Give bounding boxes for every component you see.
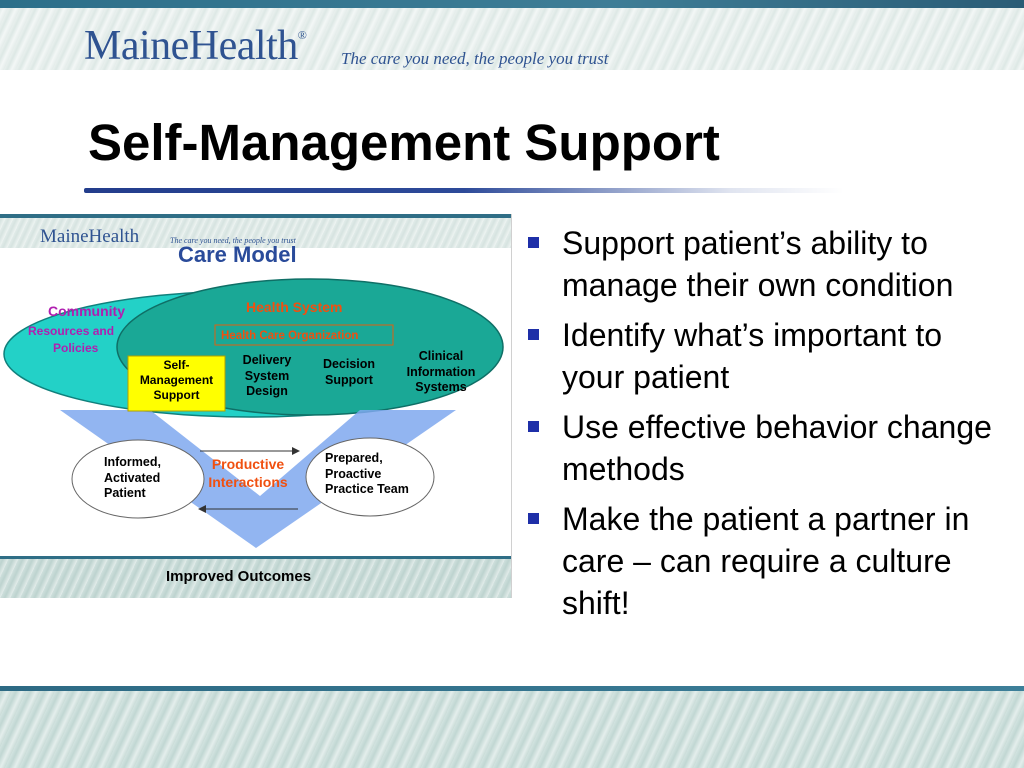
header-band: MaineHealth® The care you need, the peop… bbox=[0, 0, 1024, 70]
delivery-line-3: Design bbox=[246, 384, 288, 399]
bullet-text: Identify what’s important to your patien… bbox=[562, 317, 943, 395]
clinical-line-1: Clinical bbox=[418, 349, 464, 363]
patient-line-1: Informed, bbox=[104, 455, 161, 469]
clinical-line-2: Information bbox=[406, 364, 476, 379]
title-underline bbox=[84, 188, 844, 193]
bullet-item: Identify what’s important to your patien… bbox=[524, 314, 1004, 398]
bullet-item: Support patient’s ability to manage thei… bbox=[524, 222, 1004, 306]
clinical-information-systems: Clinical Information Systems bbox=[400, 349, 482, 396]
slide-title: Self-Management Support bbox=[88, 114, 720, 171]
self-management-line-1: Self- bbox=[163, 358, 190, 372]
team-line-1: Prepared, bbox=[325, 451, 383, 465]
patient-line-3: Patient bbox=[104, 486, 146, 501]
brand-tagline: The care you need, the people you trust bbox=[341, 49, 609, 68]
productive-line-2: Interactions bbox=[208, 473, 288, 490]
community-label: Community bbox=[48, 303, 125, 319]
diagram-footer-band: Improved Outcomes bbox=[0, 556, 512, 598]
self-management-line-2: Management bbox=[139, 373, 214, 387]
diagram-brand: MaineHealth bbox=[40, 226, 140, 247]
bullet-item: Make the patient a partner in care – can… bbox=[524, 498, 1004, 624]
diagram-divider bbox=[511, 214, 512, 598]
self-management-highlight bbox=[127, 355, 226, 412]
bullet-square-icon bbox=[528, 421, 539, 432]
team-line-2: Proactive bbox=[325, 466, 382, 481]
footer-band bbox=[0, 686, 1024, 768]
patient-line-2: Activated bbox=[104, 470, 161, 485]
team-ellipse bbox=[305, 437, 435, 517]
bullet-square-icon bbox=[528, 237, 539, 248]
team-label-group: Prepared, Proactive Practice Team bbox=[325, 451, 409, 498]
community-resources-label: Resources and bbox=[28, 324, 115, 338]
patient-ellipse bbox=[71, 439, 205, 519]
improved-outcomes-label: Improved Outcomes bbox=[166, 568, 312, 585]
decision-line-1: Decision bbox=[322, 357, 376, 371]
community-policies-label: Policies bbox=[53, 341, 99, 355]
team-line-3: Practice Team bbox=[325, 482, 409, 497]
patient-label-group: Informed, Activated Patient bbox=[104, 455, 161, 502]
bullet-text: Support patient’s ability to manage thei… bbox=[562, 225, 954, 303]
bullet-square-icon bbox=[528, 513, 539, 524]
trademark-symbol: ® bbox=[297, 28, 307, 42]
care-model-shapes bbox=[3, 278, 504, 548]
care-model-diagram: MaineHealth The care you need, the peopl… bbox=[0, 214, 512, 598]
delivery-system-design: Delivery System Design bbox=[234, 353, 300, 400]
organization-box bbox=[214, 324, 394, 346]
decision-line-2: Support bbox=[325, 372, 373, 387]
health-system-label: Health System bbox=[246, 299, 343, 315]
care-model-title: Care Model bbox=[178, 242, 297, 267]
diagram-tagline: The care you need, the people you trust bbox=[170, 236, 296, 245]
organization-label: Health Care Organization bbox=[221, 330, 359, 342]
productive-interactions: Productive Interactions bbox=[198, 456, 298, 491]
self-management-support: Self- Management Support bbox=[128, 358, 225, 403]
clinical-line-3: Systems bbox=[415, 380, 467, 395]
brand-name: MaineHealth bbox=[84, 23, 298, 69]
productive-line-1: Productive bbox=[211, 456, 285, 472]
mainehealth-logo: MaineHealth® bbox=[84, 22, 307, 70]
bullet-square-icon bbox=[528, 329, 539, 340]
delivery-line-1: Delivery bbox=[242, 353, 292, 367]
decision-support: Decision Support bbox=[314, 357, 384, 388]
bullet-text: Use effective behavior change methods bbox=[562, 409, 992, 487]
bullet-item: Use effective behavior change methods bbox=[524, 406, 1004, 490]
self-management-line-3: Support bbox=[153, 388, 200, 402]
diagram-header-band: MaineHealth The care you need, the peopl… bbox=[0, 214, 512, 248]
delivery-line-2: System bbox=[244, 368, 290, 383]
bullet-text: Make the patient a partner in care – can… bbox=[562, 501, 970, 621]
bullet-list: Support patient’s ability to manage thei… bbox=[524, 222, 1004, 632]
